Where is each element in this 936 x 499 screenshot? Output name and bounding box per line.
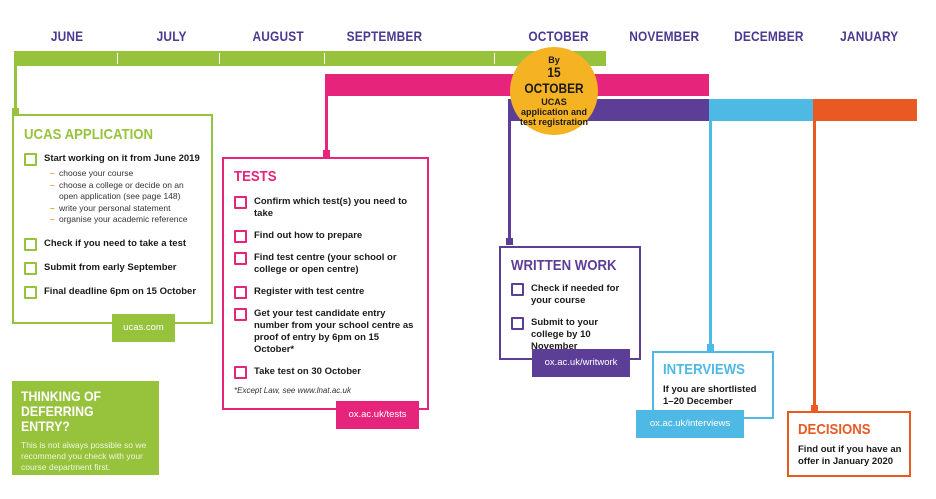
ucas-item-text: Start working on it from June 2019 — [44, 153, 200, 164]
ucas-item: Start working on it from June 2019 choos… — [24, 153, 203, 226]
tests-item: Take test on 30 October — [234, 366, 419, 379]
month-september: SEPTEMBER — [346, 28, 423, 44]
decisions-timeline-bar — [813, 99, 917, 121]
written-item: Submit to your college by 10 November — [511, 317, 633, 353]
ucas-connector — [14, 62, 17, 112]
month-december: DECEMBER — [734, 28, 804, 44]
written-item-text: Check if needed for your course — [531, 283, 620, 306]
badge-date: 15 OCTOBER — [524, 64, 584, 96]
checkbox-icon[interactable] — [234, 196, 247, 209]
written-title: WRITTEN WORK — [511, 257, 617, 274]
written-link[interactable]: ox.ac.uk/writwork — [532, 349, 630, 377]
decisions-text: Find out if you have an offer in January… — [798, 444, 902, 467]
checkbox-icon[interactable] — [234, 366, 247, 379]
interviews-card: INTERVIEWS If you are shortlisted 1–20 D… — [652, 351, 774, 419]
ucas-card: UCAS APPLICATION Start working on it fro… — [12, 114, 213, 324]
interviews-link[interactable]: ox.ac.uk/interviews — [636, 410, 744, 438]
decisions-connector-dot — [811, 405, 818, 412]
interviews-connector-dot — [707, 344, 714, 351]
ucas-item-text: Check if you need to take a test — [44, 237, 187, 249]
checkbox-icon[interactable] — [511, 283, 524, 296]
interviews-timeline-bar — [709, 99, 813, 121]
checkbox-icon[interactable] — [511, 317, 524, 330]
ucas-connector-dot — [12, 108, 19, 115]
checkbox-icon[interactable] — [24, 285, 37, 299]
tests-item: Find out how to prepare — [234, 230, 419, 243]
written-connector-dot — [506, 238, 513, 245]
tests-item: Find test centre (your school or college… — [234, 252, 419, 276]
interviews-connector — [709, 119, 712, 347]
tests-item: Register with test centre — [234, 286, 419, 299]
tests-item-text: Get your test candidate entry number fro… — [254, 308, 414, 355]
tests-item-text: Confirm which test(s) you need to take — [254, 196, 408, 219]
ucas-timeline-bar — [14, 51, 606, 66]
ucas-subitem: choose a college or decide on an open ap… — [50, 180, 203, 203]
deadline-badge: By 15 OCTOBER UCAS application and test … — [510, 47, 598, 135]
ucas-item: Submit from early September — [24, 261, 203, 275]
month-june: JUNE — [50, 28, 84, 44]
tests-connector-dot — [323, 150, 330, 157]
ucas-link[interactable]: ucas.com — [112, 314, 175, 342]
written-item: Check if needed for your course — [511, 283, 633, 307]
checkbox-icon[interactable] — [24, 237, 37, 251]
written-item-text: Submit to your college by 10 November — [531, 317, 599, 352]
ucas-subitem: write your personal statement — [50, 203, 203, 215]
written-connector — [508, 119, 511, 241]
deferring-text: This is not always possible so we recomm… — [21, 440, 147, 472]
checkbox-icon[interactable] — [234, 230, 247, 243]
ucas-subitem: choose your course — [50, 168, 203, 180]
interviews-text: If you are shortlisted 1–20 December — [663, 384, 757, 407]
tests-item-text: Find test centre (your school or college… — [254, 252, 397, 275]
tests-item-text: Take test on 30 October — [254, 366, 361, 377]
decisions-connector — [813, 119, 816, 409]
checkbox-icon[interactable] — [24, 261, 37, 275]
decisions-card: DECISIONS Find out if you have an offer … — [787, 411, 911, 477]
badge-label: UCAS application and test registration — [520, 97, 589, 127]
badge-by: By — [548, 55, 560, 65]
tests-footnote: *Except Law, see www.lnat.ac.uk — [234, 386, 351, 395]
ucas-title: UCAS APPLICATION — [24, 126, 154, 143]
tests-link[interactable]: ox.ac.uk/tests — [336, 401, 419, 429]
checkbox-icon[interactable] — [234, 308, 247, 321]
deferring-title: THINKING OF DEFERRING ENTRY? — [21, 388, 102, 434]
tests-item-text: Register with test centre — [254, 286, 365, 297]
tests-item: Confirm which test(s) you need to take — [234, 196, 419, 220]
ucas-subitem: organise your academic reference — [50, 214, 203, 226]
month-november: NOVEMBER — [629, 28, 700, 44]
tests-card: TESTS Confirm which test(s) you need to … — [222, 157, 429, 410]
checkbox-icon[interactable] — [234, 252, 247, 265]
ucas-item: Final deadline 6pm on 15 October — [24, 285, 203, 299]
checkbox-icon[interactable] — [24, 153, 37, 166]
decisions-title: DECISIONS — [798, 421, 871, 438]
checkbox-icon[interactable] — [234, 286, 247, 299]
month-july: JULY — [156, 28, 187, 44]
tests-connector — [325, 94, 328, 154]
month-august: AUGUST — [252, 28, 304, 44]
tests-item: Get your test candidate entry number fro… — [234, 308, 419, 356]
ucas-item-text: Submit from early September — [44, 261, 177, 273]
interviews-title: INTERVIEWS — [663, 361, 745, 378]
tests-title: TESTS — [234, 168, 277, 185]
tests-item-text: Find out how to prepare — [254, 230, 363, 241]
ucas-item: Check if you need to take a test — [24, 237, 203, 251]
month-october: OCTOBER — [528, 28, 589, 44]
ucas-item-text: Final deadline 6pm on 15 October — [44, 285, 197, 297]
written-card: WRITTEN WORK Check if needed for your co… — [499, 246, 641, 360]
ucas-subitems: choose your course choose a college or d… — [50, 168, 203, 226]
month-january: JANUARY — [840, 28, 899, 44]
deferring-box: THINKING OF DEFERRING ENTRY? This is not… — [12, 381, 159, 475]
